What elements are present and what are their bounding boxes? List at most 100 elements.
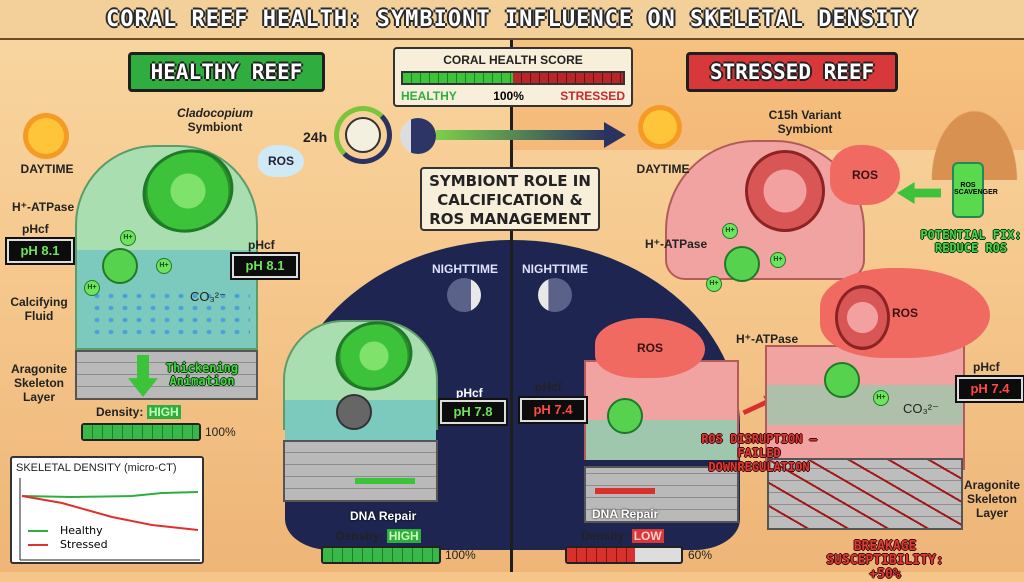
moon-icon: [538, 278, 572, 312]
density-label: Density:: [336, 529, 384, 543]
stressed-line: [21, 495, 199, 531]
night-density-pct: 60%: [688, 548, 713, 562]
night-skeleton: [584, 466, 739, 523]
proton-icon: H+: [156, 258, 172, 274]
healthy-line: [21, 491, 199, 499]
moon-icon: [400, 118, 436, 154]
density-label: Density:: [581, 529, 629, 543]
phcf-label: pHcf: [22, 222, 49, 236]
night-density-pct: 100%: [445, 548, 476, 562]
night-density-bar: [565, 546, 683, 564]
night-skeleton: [283, 440, 438, 502]
proton-icon: H+: [770, 252, 786, 268]
density-value: LOW: [631, 529, 664, 543]
carbonate-label: CO₃²⁻: [190, 289, 226, 304]
skeleton-label: Aragonite Skeleton Layer: [963, 478, 1020, 520]
ph-readout-left: pH 8.1: [5, 237, 75, 265]
legend-stressed: Stressed: [60, 538, 108, 551]
stressed-reef-banner: STRESSED REEF: [686, 52, 898, 92]
phcf-label-right: pHcf: [248, 238, 275, 252]
cracked-skeleton: [767, 458, 963, 530]
proton-icon: H+: [120, 230, 136, 246]
dna-icon: [355, 478, 415, 484]
atpase-pump-icon: [102, 248, 138, 284]
atpase-pump-icon: [724, 246, 760, 282]
clock-icon: [334, 106, 392, 164]
palm-island: [900, 60, 1024, 180]
symbiont-icon: [745, 150, 825, 232]
cycle-arrow: [436, 130, 606, 140]
health-score-bar: [401, 71, 625, 85]
night-density-row: Density: HIGH: [336, 529, 421, 543]
symbiont-sub: Symbiont: [187, 120, 243, 134]
thickening-label: Thickening Animation: [165, 361, 239, 388]
proton-icon: H+: [873, 390, 889, 406]
page-title: CORAL REEF HEALTH: SYMBIONT INFLUENCE ON…: [0, 0, 1024, 40]
divider: [510, 40, 513, 572]
skeleton-layer: [75, 350, 258, 400]
atpase-pump-icon: [824, 362, 860, 398]
fluid-label: Calcifying Fluid: [10, 295, 68, 323]
sun-icon: [643, 110, 677, 144]
night-density-bar: [321, 546, 441, 564]
health-score-title: CORAL HEALTH SCORE: [443, 53, 583, 67]
carbonate-label: CO₃²⁻: [903, 401, 939, 416]
arrow-head-icon: [604, 122, 626, 148]
dna-repair-label: DNA Repair: [350, 509, 417, 523]
inset-title: SKELETAL DENSITY (micro-CT): [16, 462, 177, 474]
score-value: 100%: [493, 89, 524, 103]
breakage-label: BREAKAGE SUSCEPTIBILITY: +50%: [826, 539, 944, 582]
daytime-label: DAYTIME: [636, 162, 690, 176]
moon-icon: [447, 278, 481, 312]
phcf-label: pHcf: [973, 360, 1000, 374]
ros-cloud: ROS: [595, 318, 705, 378]
carbonate-ions: [90, 290, 250, 340]
score-stressed-segment: [513, 73, 623, 83]
density-fill: [323, 548, 439, 562]
nighttime-label: NIGHTTIME: [522, 262, 588, 276]
symbiont-name: C15h Variant: [768, 108, 842, 122]
density-label: Density:: [96, 405, 144, 419]
symbiont-name: Cladocopium: [176, 106, 253, 120]
inset-plot: [19, 478, 200, 561]
skeleton-label: Aragonite Skeleton Layer: [10, 362, 67, 404]
density-value: HIGH: [386, 529, 421, 543]
score-healthy-segment: [403, 73, 513, 83]
density-bar: [81, 423, 201, 441]
ph-readout: pH 7.4: [955, 375, 1024, 403]
density-row: Density: HIGH: [96, 405, 181, 419]
sun-icon: [28, 118, 64, 154]
ros-scavenger-bottle: ROS SCAVENGER: [952, 162, 998, 218]
night-density-row: Density: LOW: [581, 529, 664, 543]
symbiont-sub: Symbiont: [777, 122, 833, 136]
legend-healthy: Healthy: [60, 524, 103, 537]
ros-cloud: ROS: [830, 145, 900, 205]
night-ph-readout: pH 7.8: [438, 398, 508, 426]
night-phcf-label: pHcf: [535, 380, 562, 394]
proton-icon: H+: [706, 276, 722, 292]
stressed-fluid: [767, 385, 963, 425]
density-fill: [83, 425, 199, 439]
density-pct: 100%: [205, 425, 236, 439]
atpase-label: H⁺-ATPase: [736, 332, 799, 346]
night-ph-readout: pH 7.4: [518, 396, 588, 424]
score-healthy-label: HEALTHY: [401, 89, 457, 103]
ros-disruption-label: ROS DISRUPTION – FAILED DOWNREGULATION: [701, 432, 817, 474]
healthy-reef-banner: HEALTHY REEF: [128, 52, 325, 92]
proton-icon: H+: [722, 223, 738, 239]
density-inset-chart: SKELETAL DENSITY (micro-CT) Healthy Stre…: [10, 456, 204, 564]
score-stressed-label: STRESSED: [560, 89, 625, 103]
daytime-label: DAYTIME: [20, 162, 74, 176]
proton-icon: H+: [84, 280, 100, 296]
broken-dna-icon: [595, 488, 655, 494]
inactive-pump-icon: [336, 394, 372, 430]
atpase-label: H⁺-ATPase: [12, 200, 75, 214]
ph-readout-right: pH 8.1: [230, 252, 300, 280]
night-phcf-label: pHcf: [456, 386, 483, 400]
health-score-panel: CORAL HEALTH SCORE HEALTHY 100% STRESSED: [393, 47, 633, 107]
density-value: HIGH: [146, 405, 181, 419]
potential-fix-label: POTENTIAL FIX: REDUCE ROS: [920, 228, 1022, 255]
ros-cloud: ROS: [258, 145, 304, 177]
dna-repair-label: DNA Repair: [592, 507, 659, 521]
role-box: SYMBIONT ROLE IN CALCIFICATION & ROS MAN…: [420, 167, 600, 231]
